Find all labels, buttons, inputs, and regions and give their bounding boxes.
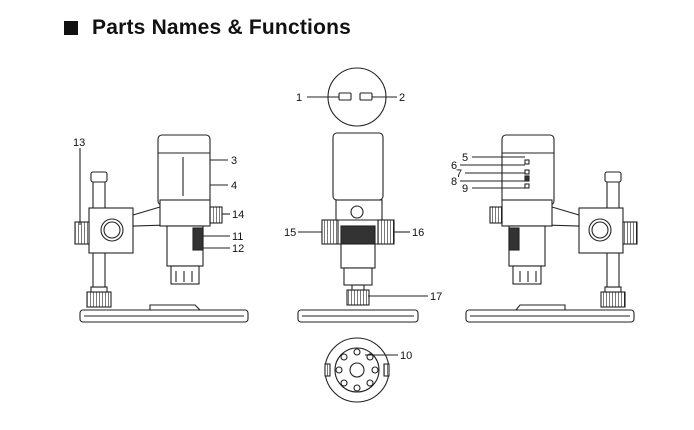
left-view xyxy=(74,134,249,323)
callout-8: 8 xyxy=(451,176,457,188)
black-square-icon xyxy=(64,21,78,35)
callout-13: 13 xyxy=(73,137,85,149)
page-title: Parts Names & Functions xyxy=(92,16,351,39)
callout-11: 11 xyxy=(232,231,243,243)
callout-2: 2 xyxy=(399,92,405,104)
callout-7: 7 xyxy=(456,168,462,180)
top-view xyxy=(307,67,397,127)
front-view xyxy=(297,132,428,323)
callout-14: 14 xyxy=(232,209,244,221)
callout-15: 15 xyxy=(284,227,296,239)
callout-1: 1 xyxy=(296,92,302,104)
callout-6: 6 xyxy=(451,160,457,172)
callout-labels: 1 2 3 4 5 6 7 8 9 10 11 12 13 14 15 16 1… xyxy=(73,92,468,362)
callout-5: 5 xyxy=(462,152,468,164)
callout-10: 10 xyxy=(400,350,412,362)
callout-9: 9 xyxy=(462,183,468,195)
callout-16: 16 xyxy=(412,227,424,239)
right-view xyxy=(460,134,638,323)
title-bar: Parts Names & Functions xyxy=(64,14,351,42)
callout-3: 3 xyxy=(231,155,237,167)
bottom-view xyxy=(324,337,398,403)
callout-4: 4 xyxy=(231,180,237,192)
callout-17: 17 xyxy=(430,291,442,303)
callout-12: 12 xyxy=(232,243,244,255)
